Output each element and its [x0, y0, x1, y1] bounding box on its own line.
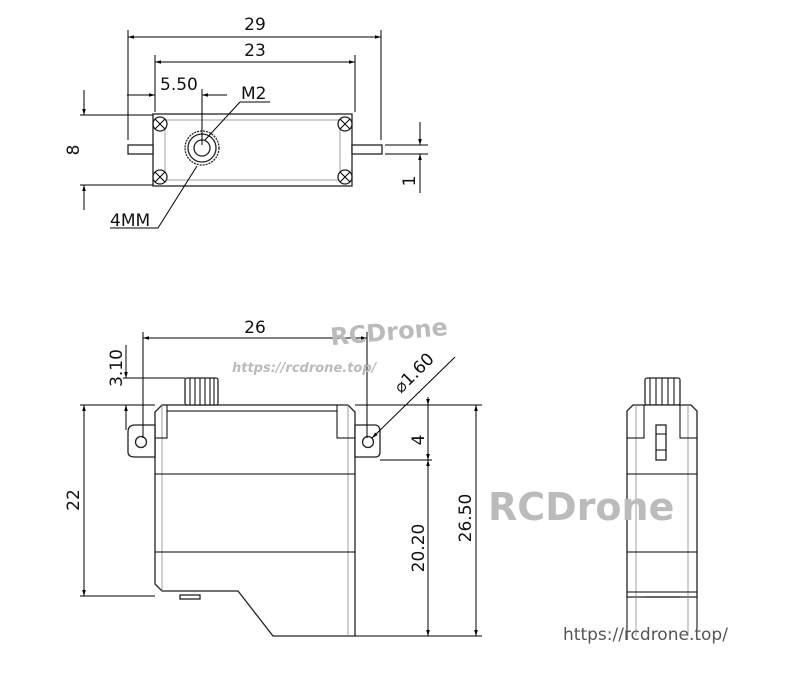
front-body	[154, 404, 356, 637]
watermark-brand: RCDrone	[329, 313, 449, 351]
watermark-url-bottom: https://rcdrone.top/	[563, 625, 728, 645]
dim-26-50: 26.50	[456, 494, 476, 543]
mount-hole	[361, 435, 375, 449]
watermark-brand-large: RCDrone	[488, 485, 674, 529]
dim-22: 22	[64, 489, 84, 511]
label-m2: M2	[241, 84, 266, 104]
screw-icon	[152, 116, 353, 185]
mount-hole	[134, 435, 148, 449]
dim-29: 29	[244, 15, 266, 35]
dim-26: 26	[244, 318, 266, 338]
top-view: 29 23 5.50 M2 8 1 4MM	[64, 15, 428, 231]
front-view: 26 3.10 22 ⌀1.60 4 20.20 26.50	[64, 318, 482, 637]
label-4mm: 4MM	[110, 211, 150, 231]
dim-3-10: 3.10	[107, 349, 127, 387]
dim-5-50: 5.50	[160, 75, 198, 95]
dim-20-20: 20.20	[409, 524, 429, 573]
side-view	[626, 377, 698, 640]
dim-8: 8	[64, 145, 84, 156]
dim-hole-dia: ⌀1.60	[390, 349, 438, 397]
right-tab	[351, 144, 383, 155]
left-tab	[127, 144, 154, 155]
dim-4: 4	[409, 435, 429, 446]
watermark-url: https://rcdrone.top/	[232, 361, 378, 376]
top-body	[152, 113, 353, 187]
dim-23: 23	[244, 41, 266, 61]
dim-1: 1	[400, 176, 420, 187]
